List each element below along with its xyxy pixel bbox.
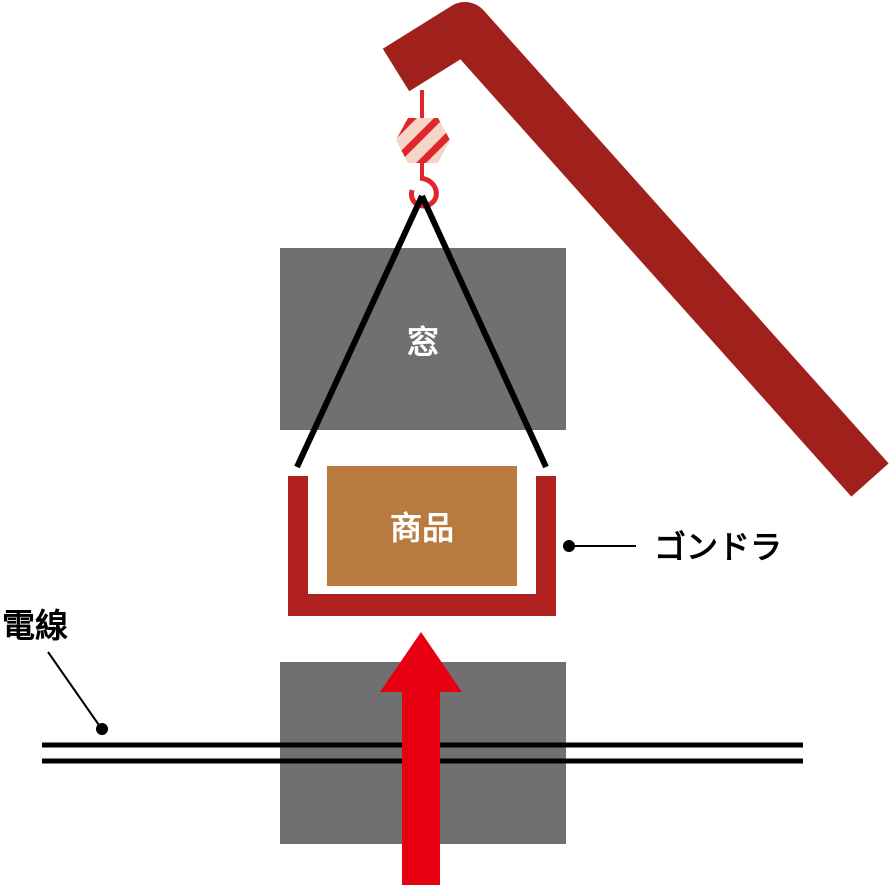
crane-arm <box>382 2 889 497</box>
arrow-up-icon <box>380 632 462 885</box>
goods-label: 商品 <box>390 509 454 547</box>
sling-ropes <box>294 194 549 469</box>
power-line-leader <box>47 651 102 729</box>
power-line-leader-dot <box>96 723 108 735</box>
gondola-label: ゴンドラ <box>654 528 782 566</box>
window-label: 窓 <box>407 323 439 361</box>
gondola <box>288 476 556 616</box>
goods-box <box>327 466 517 586</box>
crane-hook-icon <box>396 90 450 209</box>
power-line-label: 電線 <box>2 606 68 645</box>
